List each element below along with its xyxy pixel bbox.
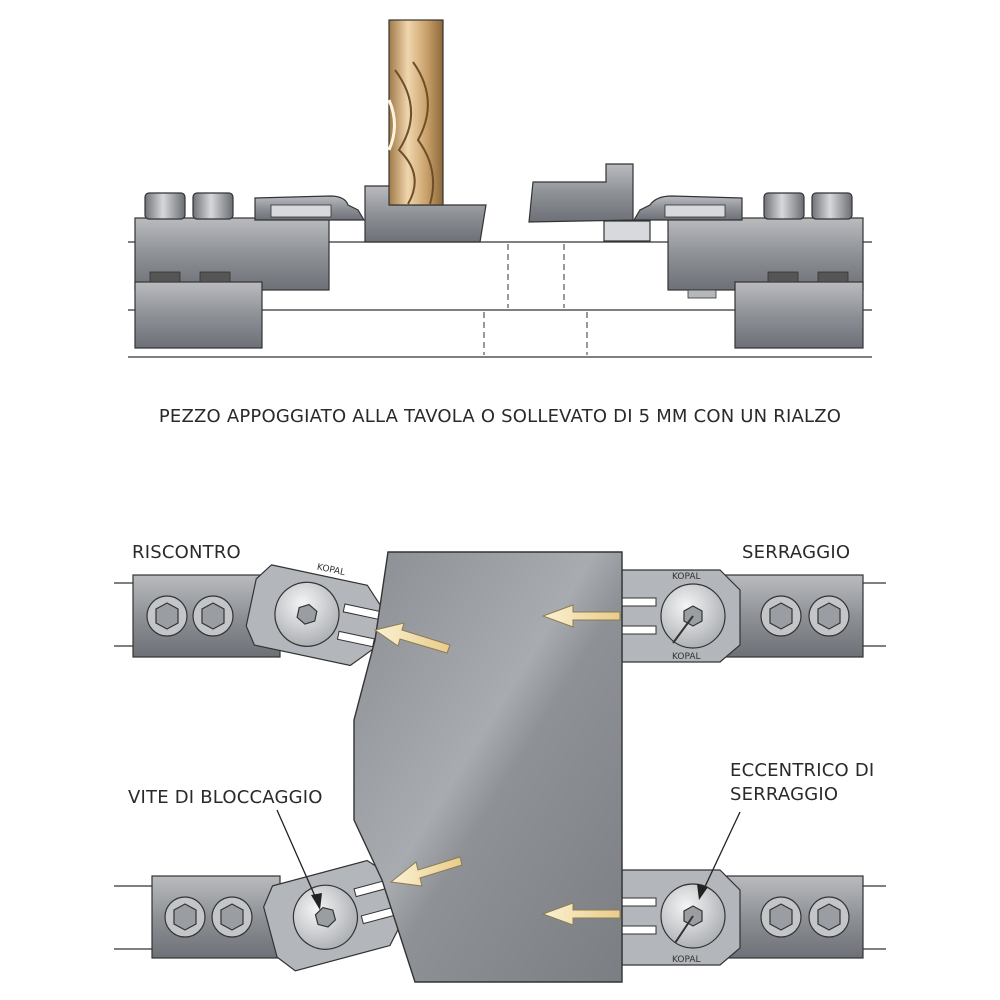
label-vite-bloccaggio: VITE DI BLOCCAGGIO <box>128 787 323 808</box>
figure-caption: PEZZO APPOGGIATO ALLA TAVOLA O SOLLEVATO… <box>158 406 842 427</box>
svg-text:KOPAL: KOPAL <box>672 955 701 965</box>
workpiece-right <box>528 163 634 223</box>
force-arrow-icon <box>373 604 621 926</box>
hex-bolt-icon <box>164 896 206 938</box>
hex-bolt-icon <box>808 896 850 938</box>
svg-text:KOPAL: KOPAL <box>672 652 701 662</box>
clamp-eccentrico: KOPAL <box>621 869 864 966</box>
hex-bolt-icon <box>144 192 186 220</box>
clamp-riscontro: KOPAL <box>132 562 384 667</box>
hex-bolt-icon <box>811 192 853 220</box>
svg-text:KOPAL: KOPAL <box>672 572 701 582</box>
hex-bolt-icon <box>192 595 234 637</box>
hex-bolt-icon <box>760 896 802 938</box>
label-riscontro: RISCONTRO <box>132 542 241 563</box>
hex-bolt-icon <box>146 595 188 637</box>
label-serraggio: SERRAGGIO <box>742 542 851 563</box>
hex-bolt-icon <box>808 595 850 637</box>
clamp-vite-bloccaggio <box>151 859 403 972</box>
label-eccentrico-line2: SERRAGGIO <box>730 784 839 805</box>
label-eccentrico-line1: ECCENTRICO DI <box>730 760 875 781</box>
hex-bolt-icon <box>763 192 805 220</box>
hex-bolt-icon <box>211 896 253 938</box>
riser-block <box>603 220 651 242</box>
left-clamp-assembly <box>134 192 366 349</box>
hidden-slot-lines <box>483 244 588 355</box>
hex-bolt-icon <box>760 595 802 637</box>
top-view: KOPAL KOPAL KOPAL <box>114 551 886 983</box>
hex-bolt-icon <box>192 192 234 220</box>
right-clamp-assembly <box>632 192 864 349</box>
side-view <box>128 19 872 358</box>
end-mill-icon <box>387 19 444 206</box>
clamp-serraggio: KOPAL KOPAL <box>621 569 864 663</box>
